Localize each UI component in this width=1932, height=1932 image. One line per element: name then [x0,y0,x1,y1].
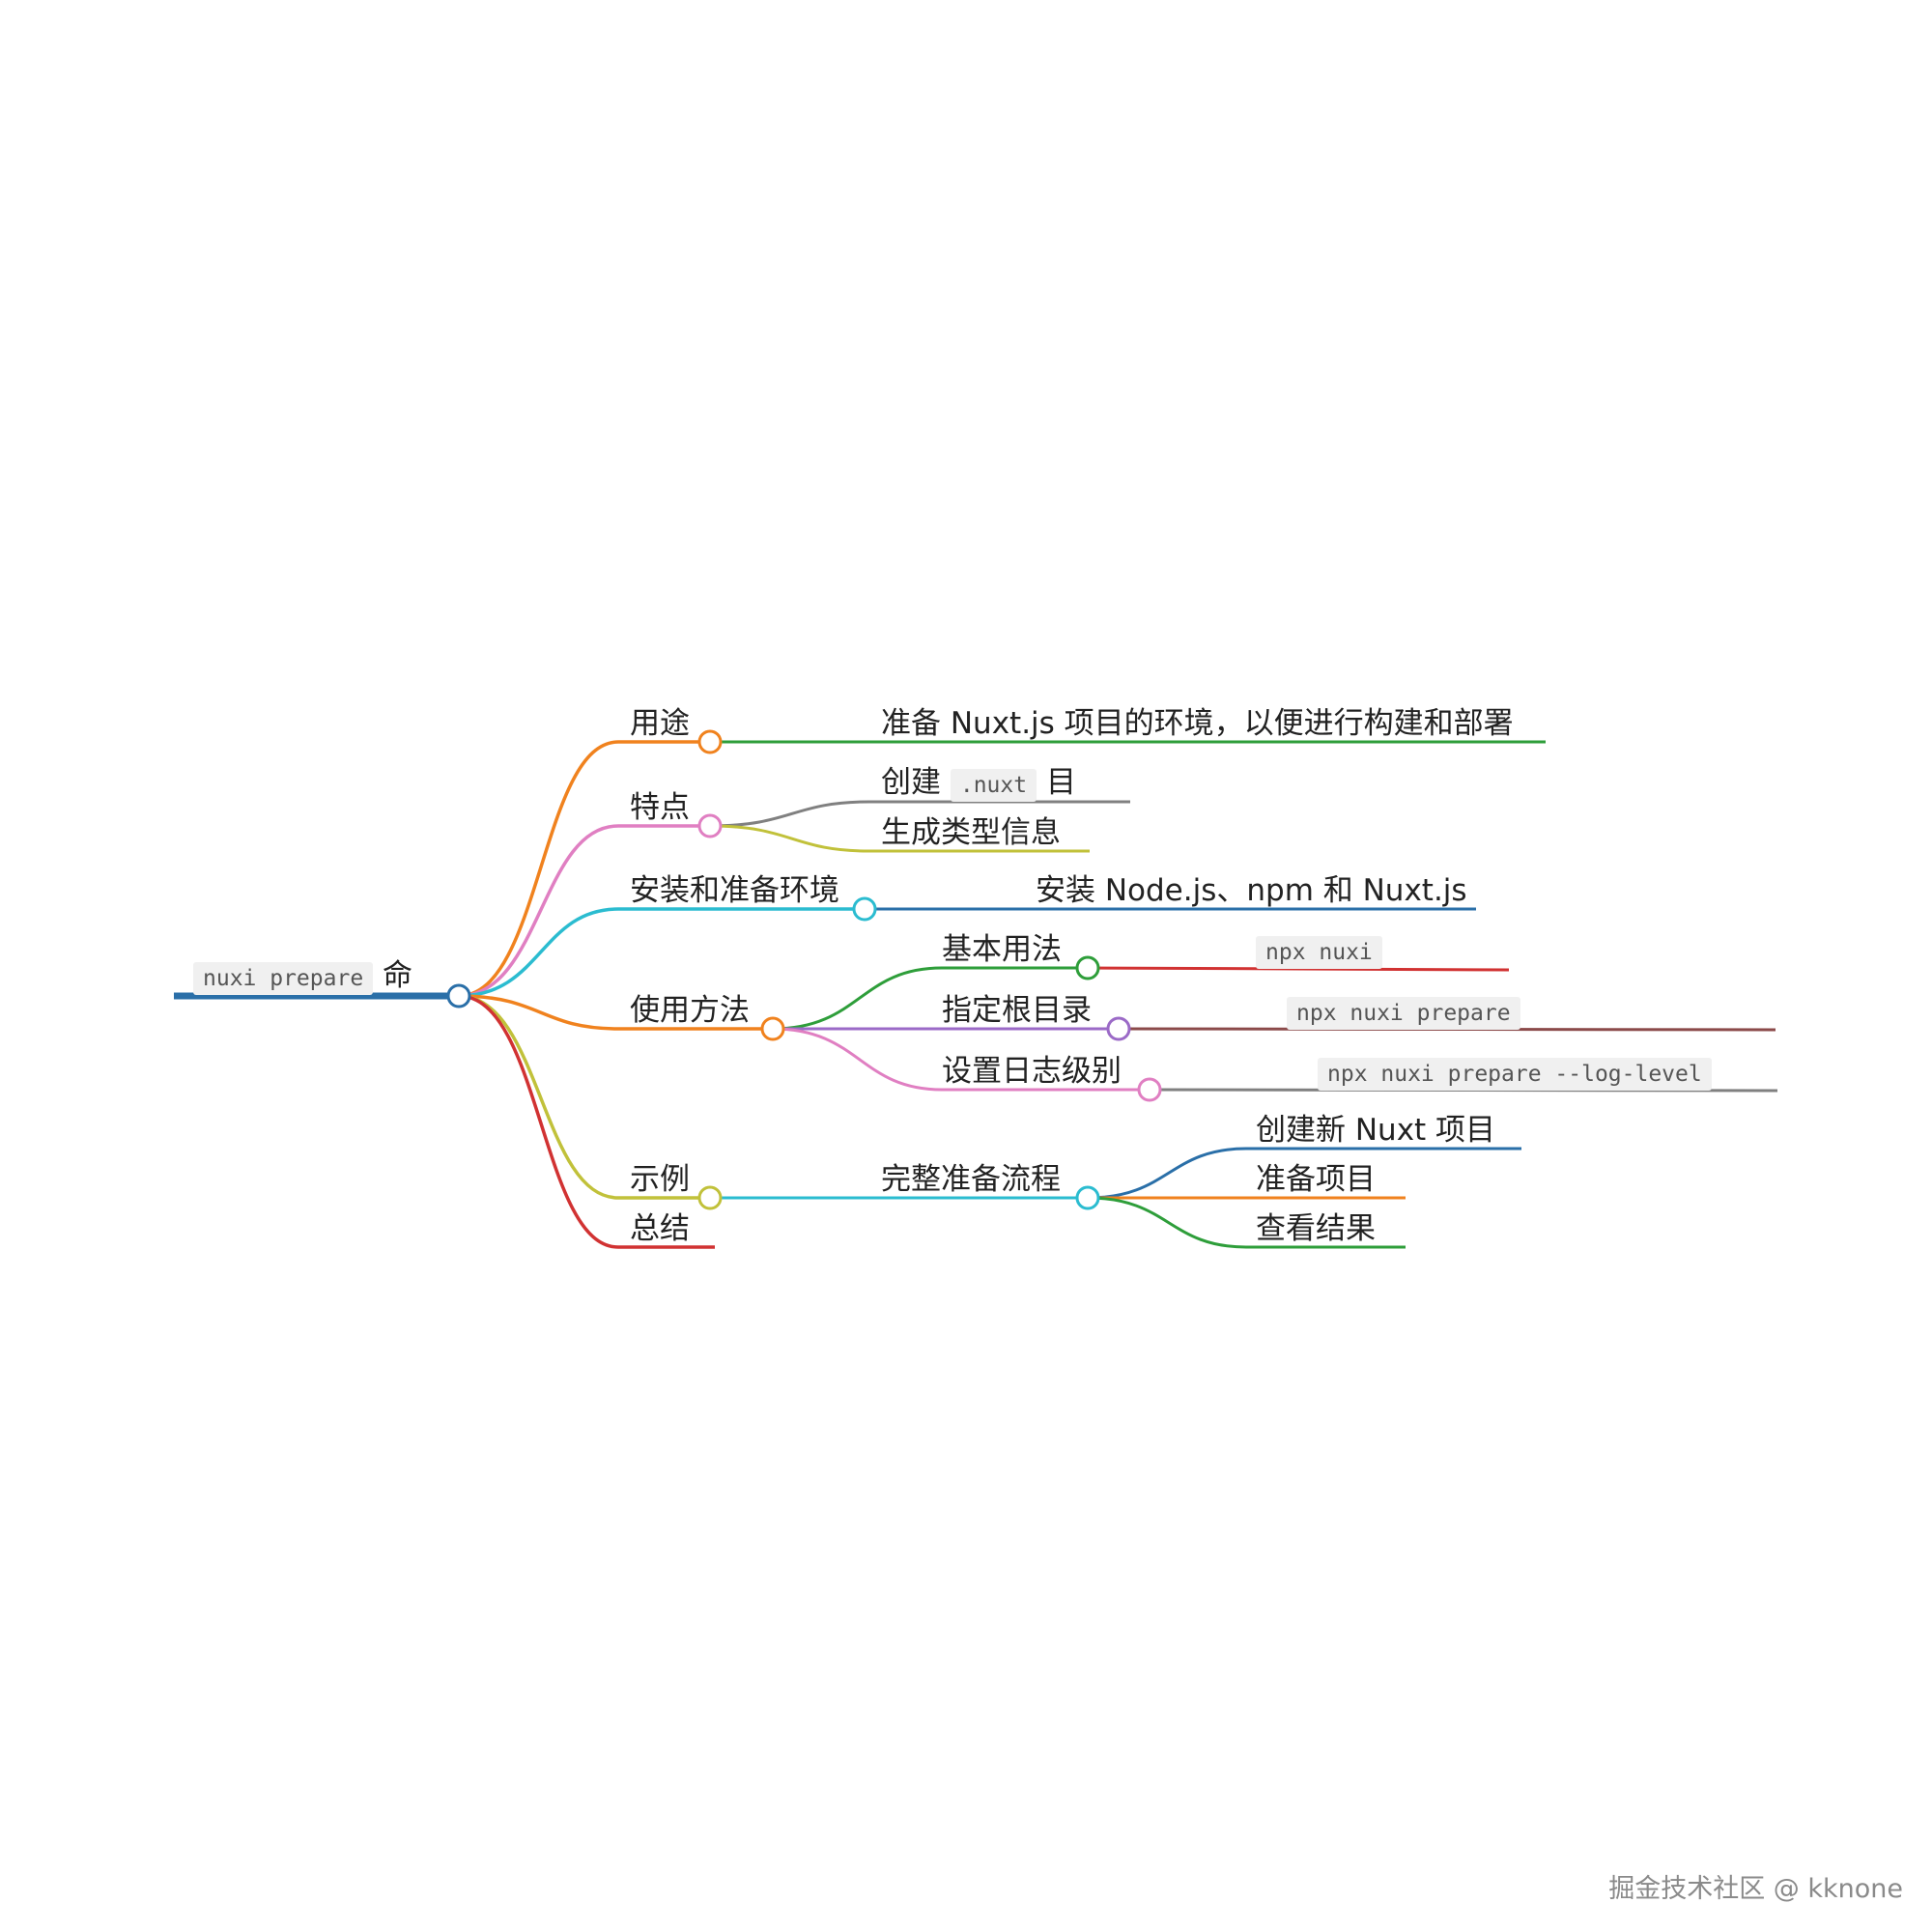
features-create-prefix: 创建 [881,765,941,800]
watermark: 掘金技术社区 @ kknone [1608,1874,1903,1904]
root-topic: nuxi prepare 命 [193,956,412,998]
branch-usage: 使用方法 [630,993,750,1028]
link-usage-loglevel [772,1027,1150,1092]
node-purpose[interactable] [697,729,723,754]
usage-loglevel-code-wrap: npx nuxi prepare --log-level [1318,1052,1712,1094]
usage-rootdir-code-wrap: npx nuxi prepare [1287,991,1520,1033]
link-root-summary [458,994,715,1249]
features-create-suffix: 目 [1045,765,1076,800]
usage-basic: 基本用法 [942,932,1062,967]
node-example[interactable] [697,1185,723,1210]
node-root[interactable] [446,983,471,1009]
features-create: 创建 .nuxt 目 [881,763,1076,805]
node-flow[interactable] [1075,1185,1100,1210]
link-usage-basic [772,966,1088,1031]
flow-step-2: 准备项目 [1256,1162,1376,1197]
features-types: 生成类型信息 [881,815,1061,850]
link-root-example [458,994,710,1200]
root-code: nuxi prepare [193,962,374,995]
flow-step-1: 创建新 Nuxt 项目 [1256,1113,1496,1148]
root-suffix: 命 [383,958,413,993]
usage-basic-code: npx nuxi [1256,936,1382,969]
branch-setup: 安装和准备环境 [630,873,839,908]
node-usage-rootdir[interactable] [1106,1016,1131,1041]
branch-example: 示例 [630,1162,690,1197]
usage-rootdir-code: npx nuxi prepare [1287,997,1520,1030]
node-usage-loglevel[interactable] [1137,1077,1162,1102]
usage-rootdir: 指定根目录 [942,993,1092,1028]
link-flow-step3 [1087,1196,1406,1249]
branch-summary: 总结 [630,1211,690,1246]
setup-child: 安装 Node.js、npm 和 Nuxt.js [1036,873,1467,908]
branch-features: 特点 [630,790,690,825]
link-root-setup [458,907,865,998]
usage-loglevel-code: npx nuxi prepare --log-level [1318,1058,1712,1091]
link-features-create [709,800,1130,828]
features-create-code: .nuxt [950,769,1037,802]
link-features-types [709,824,1090,853]
link-root-purpose [458,740,710,998]
node-usage[interactable] [760,1016,785,1041]
link-basic-code [1087,966,1510,972]
purpose-child: 准备 Nuxt.js 项目的环境，以便进行构建和部署 [881,706,1514,741]
node-usage-basic[interactable] [1075,955,1100,980]
usage-basic-code-wrap: npx nuxi [1256,930,1382,972]
branch-purpose: 用途 [630,706,690,741]
example-flow: 完整准备流程 [881,1162,1061,1197]
link-root-features [458,824,710,998]
link-flow-step1 [1087,1147,1521,1200]
usage-loglevel: 设置日志级别 [942,1054,1122,1089]
link-root-usage [458,994,773,1031]
node-setup[interactable] [852,896,877,922]
flow-step-3: 查看结果 [1256,1211,1376,1246]
node-features[interactable] [697,813,723,838]
